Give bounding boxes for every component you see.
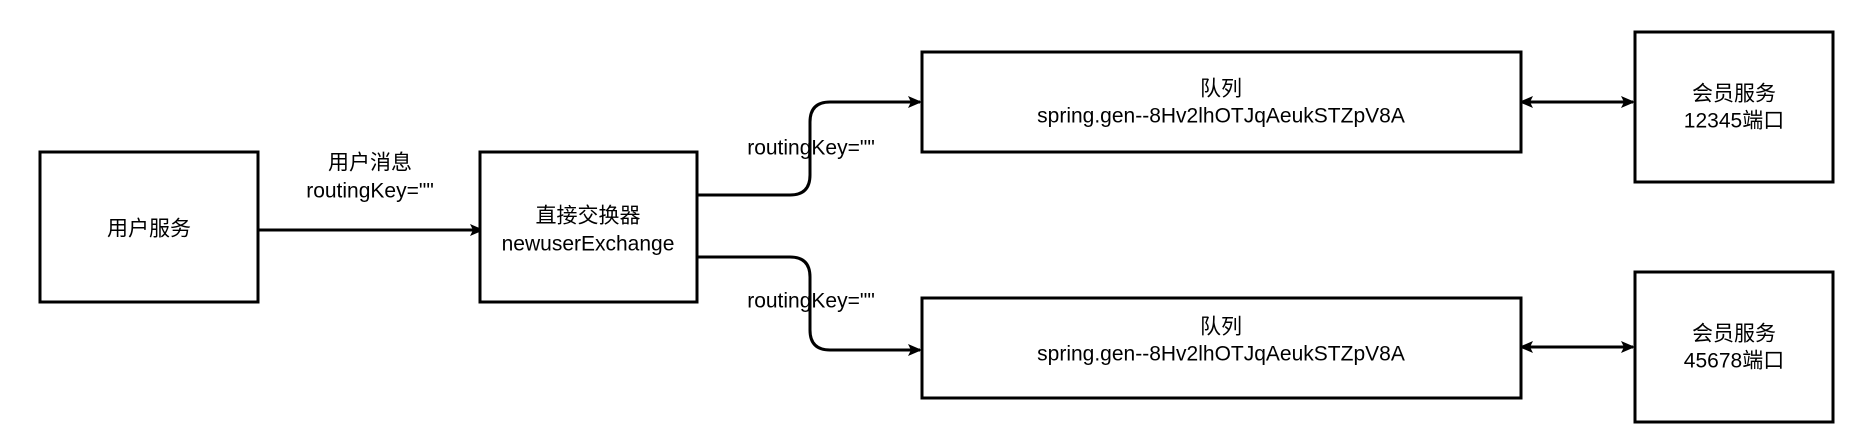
node-member-top-title: 会员服务 xyxy=(1692,83,1776,106)
node-queue-top-name: spring.gen--8Hv2lhOTJqAeukSTZpV8A xyxy=(1037,105,1405,128)
node-queue-top: 队列 spring.gen--8Hv2lhOTJqAeukSTZpV8A xyxy=(920,50,1523,154)
edge-label-top-routing: routingKey="" xyxy=(747,137,875,160)
node-user-service: 用户服务 xyxy=(38,150,260,304)
edge-label-top-routing-key: routingKey="" xyxy=(747,137,875,160)
node-queue-bottom: 队列 spring.gen--8Hv2lhOTJqAeukSTZpV8A xyxy=(920,296,1523,400)
node-member-bottom-port: 45678端口 xyxy=(1684,350,1784,373)
node-member-bottom-title: 会员服务 xyxy=(1692,323,1776,346)
edge-label-user-message: 用户消息 routingKey="" xyxy=(306,152,434,203)
edge-label-user-message-key: routingKey="" xyxy=(306,180,434,203)
node-exchange-title: 直接交换器 xyxy=(536,205,641,228)
edge-exchange-to-bottom-queue xyxy=(697,255,922,356)
node-queue-top-title: 队列 xyxy=(1200,78,1242,101)
node-member-bottom: 会员服务 45678端口 xyxy=(1633,270,1835,424)
node-exchange-name: newuserExchange xyxy=(502,233,675,256)
edge-label-bottom-routing-key: routingKey="" xyxy=(747,290,875,313)
edge-label-bottom-routing: routingKey="" xyxy=(747,290,875,313)
node-queue-bottom-name: spring.gen--8Hv2lhOTJqAeukSTZpV8A xyxy=(1037,343,1405,366)
node-user-service-label: 用户服务 xyxy=(107,218,191,241)
node-queue-bottom-title: 队列 xyxy=(1200,316,1242,339)
node-member-top: 会员服务 12345端口 xyxy=(1633,30,1835,184)
edge-exchange-to-top-queue xyxy=(697,96,922,197)
edge-label-user-message-title: 用户消息 xyxy=(328,152,412,175)
node-member-top-port: 12345端口 xyxy=(1684,110,1784,133)
node-exchange: 直接交换器 newuserExchange xyxy=(478,150,699,304)
